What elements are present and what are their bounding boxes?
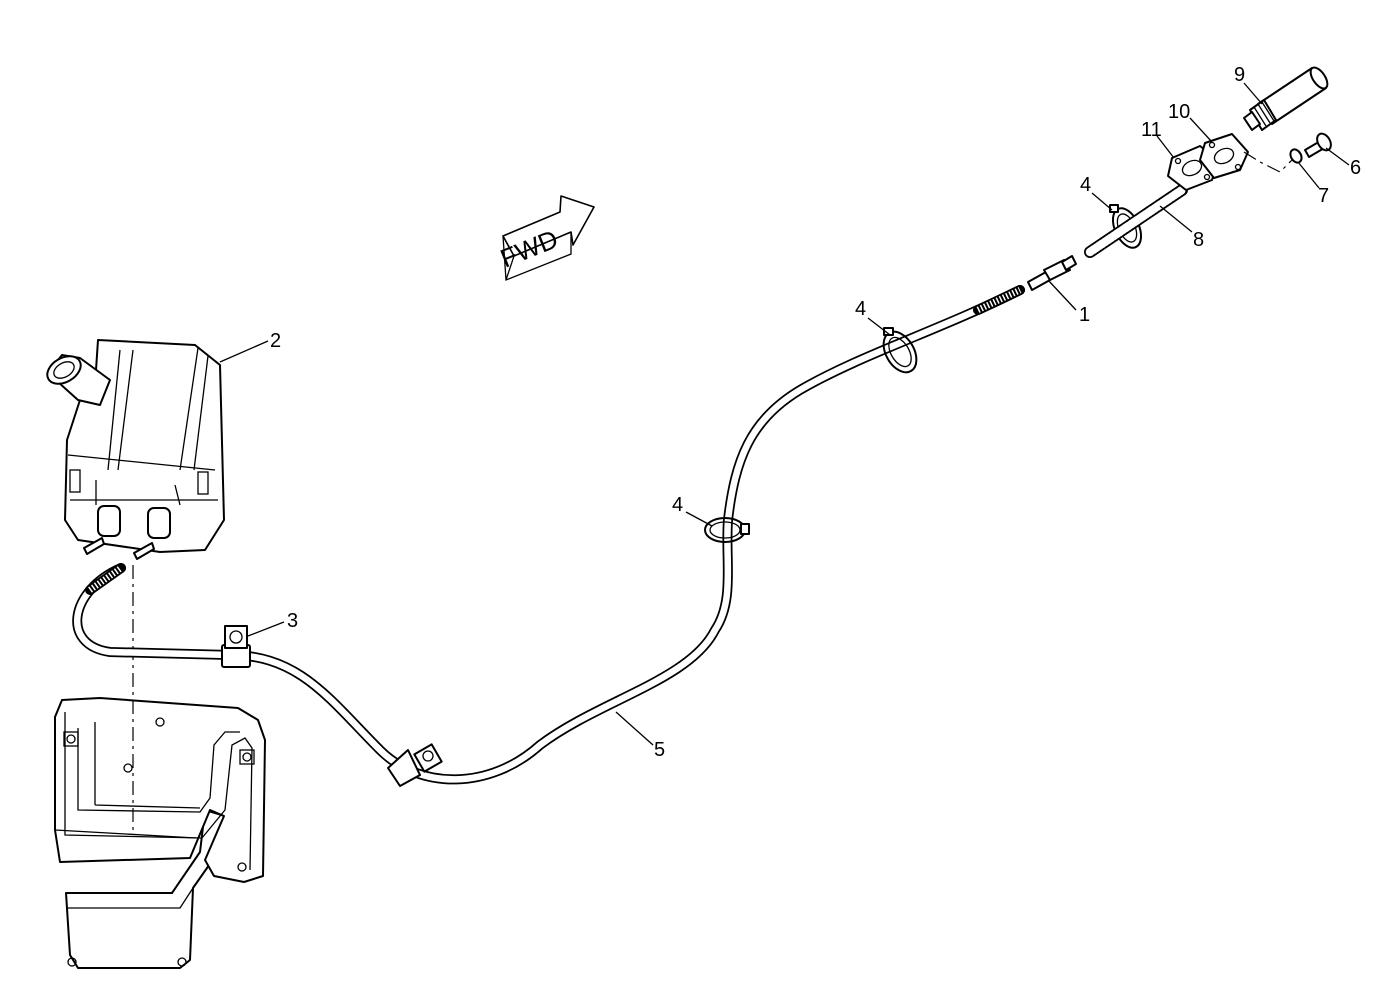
- callout-7: 7: [1318, 185, 1329, 207]
- forward-direction-arrow: FWD: [496, 195, 595, 281]
- hose-clamp-bolted-2: [387, 743, 443, 787]
- callout-8: 8: [1193, 229, 1204, 251]
- bracket-hole-7: [177, 957, 187, 967]
- callout-5: 5: [654, 739, 665, 761]
- washer-hose: [72, 285, 1025, 785]
- short-hose: [1084, 184, 1188, 258]
- bracket-hole-3: [155, 717, 165, 727]
- callout-4-upper: 4: [1080, 174, 1091, 196]
- screw: [1304, 132, 1332, 158]
- reservoir-tank: [46, 339, 225, 560]
- nozzle-fastener-path: [1243, 151, 1293, 173]
- washer: [1289, 148, 1303, 164]
- ring-clamp-middle: [882, 327, 918, 374]
- callout-1: 1: [1079, 304, 1090, 326]
- bracket-bolt-hole-1: [63, 731, 79, 747]
- bracket-bolt-hole-2: [239, 749, 255, 765]
- callout-9: 9: [1234, 64, 1245, 86]
- callout-10: 10: [1168, 101, 1190, 123]
- ring-clamp-lower: [704, 517, 750, 543]
- callout-3: 3: [287, 610, 298, 632]
- tank-mounting-bracket: [54, 697, 266, 969]
- bracket-hole-4: [123, 763, 133, 773]
- bracket-hole-5: [237, 862, 247, 872]
- hose-clamp-bolted-1: [221, 625, 251, 668]
- callout-4-lower: 4: [672, 494, 683, 516]
- washer-nozzle: [1243, 66, 1329, 131]
- tank-outlet-left: [97, 505, 121, 537]
- callout-2: 2: [270, 330, 281, 352]
- callout-4-middle: 4: [855, 298, 866, 320]
- mounting-flange: [1199, 133, 1249, 179]
- bracket-hole-6: [67, 957, 77, 967]
- callout-11: 11: [1141, 119, 1162, 141]
- leader-lines: [219, 82, 1350, 746]
- callout-6: 6: [1350, 157, 1361, 179]
- tank-outlet-right: [147, 507, 171, 539]
- hose-connector: [1027, 255, 1077, 291]
